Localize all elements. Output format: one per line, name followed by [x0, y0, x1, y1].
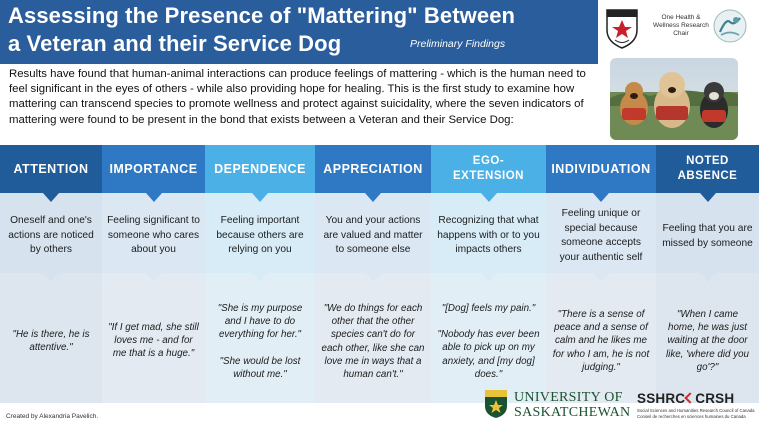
down-arrow-icon [145, 193, 162, 202]
quote-panel [431, 273, 546, 403]
indicator-quotes: "We do things for each other that the ot… [321, 302, 425, 381]
indicator-heading: DEPENDENCE [205, 145, 315, 193]
service-dogs-photo [610, 58, 738, 140]
quote-panel [656, 273, 759, 403]
quote-panel [546, 273, 656, 403]
down-arrow-icon [43, 273, 59, 282]
sshrc-name-fr: Conseil de recherches en sciences humain… [637, 413, 746, 419]
down-arrow-icon [699, 193, 716, 202]
indicator-column: EGO- EXTENSION Recognizing that what happ… [431, 145, 546, 403]
indicator-heading: ATTENTION [0, 145, 102, 193]
down-arrow-icon [593, 273, 609, 282]
down-arrow-icon [145, 273, 162, 282]
indicator-description: Feeling significant to someone who cares… [107, 215, 200, 255]
participant-quote: "She is my purpose and I have to do ever… [217, 303, 303, 341]
description-panel [205, 193, 315, 273]
participant-quote: "Nobody has ever been able to pick up on… [437, 329, 540, 380]
participant-quote: "When I came home, he was just waiting a… [665, 309, 749, 373]
indicator-description: Oneself and one's actions are noticed by… [8, 215, 94, 255]
down-arrow-icon [480, 273, 497, 282]
indicator-column: ATTENTION Oneself and one's actions are n… [0, 145, 102, 403]
indicator-heading: IMPORTANCE [102, 145, 205, 193]
indicator-description: Recognizing that what happens with or to… [437, 215, 540, 255]
indicator-description: You and your actions are valued and matt… [323, 215, 423, 255]
quote-panel [315, 273, 431, 403]
participant-quote: "He is there, he is attentive." [12, 329, 90, 354]
down-arrow-icon [43, 193, 59, 202]
description-panel [102, 193, 205, 273]
indicator-quotes: "She is my purpose and I have to do ever… [211, 302, 309, 381]
indicator-heading: INDIVIDUATION [546, 145, 656, 193]
usask-crest-icon [485, 390, 507, 418]
usask-logo: UNIVERSITY OF SASKATCHEWAN [484, 389, 634, 423]
sshrc-name-en: Social Sciences and Humanities Research … [637, 408, 755, 413]
indicator-quotes: "If I get mad, she still loves me - and … [108, 321, 199, 361]
participant-quote: "[Dog] feels my pain." [441, 303, 536, 314]
mattering-indicators: ATTENTION Oneself and one's actions are n… [0, 145, 759, 403]
down-arrow-icon [365, 273, 381, 282]
sshrc-acronym: SSHRC [637, 391, 686, 406]
page-subtitle: Preliminary Findings [410, 38, 506, 50]
description-panel [431, 193, 546, 273]
participant-quote: "There is a sense of peace and a sense o… [552, 309, 650, 373]
indicator-description: Feeling that you are missed by someone [662, 223, 753, 249]
indicator-description: Feeling important because others are rel… [216, 215, 304, 255]
veterans-crest-icon [606, 9, 638, 49]
quote-panel [102, 273, 205, 403]
down-arrow-icon [252, 273, 268, 282]
sshrc-wordmark: SSHRC CRSH [637, 391, 734, 406]
participant-quote: "She would be lost without me." [219, 355, 301, 380]
sshrc-logo: SSHRC CRSH Social Sciences and Humanities… [637, 391, 759, 425]
down-arrow-icon [480, 193, 497, 202]
indicator-column: INDIVIDUATION Feeling unique or special b… [546, 145, 656, 403]
indicator-column: IMPORTANCE Feeling significant to someone… [102, 145, 205, 403]
usask-line-1: UNIVERSITY OF [514, 390, 623, 405]
description-panel [0, 193, 102, 273]
page-title-line-2: a Veteran and their Service Dog [8, 31, 342, 56]
indicator-quotes: "There is a sense of peace and a sense o… [552, 308, 650, 374]
description-panel [546, 193, 656, 273]
indicator-quotes: "He is there, he is attentive." [6, 328, 96, 354]
crsh-acronym: CRSH [695, 391, 735, 406]
indicator-heading: NOTED ABSENCE [656, 145, 759, 193]
usask-line-2: SASKATCHEWAN [514, 405, 631, 420]
down-arrow-icon [593, 193, 609, 202]
page-title-line-1: Assessing the Presence of "Mattering" Be… [8, 3, 516, 28]
intro-paragraph: Results have found that human-animal int… [9, 68, 586, 126]
down-arrow-icon [699, 273, 716, 282]
indicator-column: APPRECIATION You and your actions are val… [315, 145, 431, 403]
sshrc-full-name: Social Sciences and Humanities Research … [637, 408, 755, 419]
indicator-description: Feeling unique or special because someon… [559, 208, 643, 263]
indicator-heading: APPRECIATION [315, 145, 431, 193]
participant-quote: "If I get mad, she still loves me - and … [108, 322, 199, 360]
indicator-quotes: "When I came home, he was just waiting a… [662, 308, 753, 374]
down-arrow-icon [252, 193, 268, 202]
indicator-column: DEPENDENCE Feeling important because othe… [205, 145, 315, 403]
credit-line: Created by Alexandria Pavelich. [6, 413, 99, 420]
quote-panel [0, 273, 102, 403]
description-panel [656, 193, 759, 273]
indicator-quotes: "[Dog] feels my pain." "Nobody has ever b… [437, 302, 540, 381]
research-chair-label: One Health & Wellness Research Chair [653, 14, 709, 37]
indicator-heading: EGO- EXTENSION [431, 145, 546, 193]
participant-quote: "We do things for each other that the ot… [321, 303, 425, 381]
title-banner: Assessing the Presence of "Mattering" Be… [0, 0, 598, 64]
description-panel [315, 193, 431, 273]
one-health-logo-icon [713, 9, 747, 43]
down-arrow-icon [365, 193, 381, 202]
indicator-column: NOTED ABSENCE Feeling that you are missed… [656, 145, 759, 403]
quote-panel [205, 273, 315, 403]
